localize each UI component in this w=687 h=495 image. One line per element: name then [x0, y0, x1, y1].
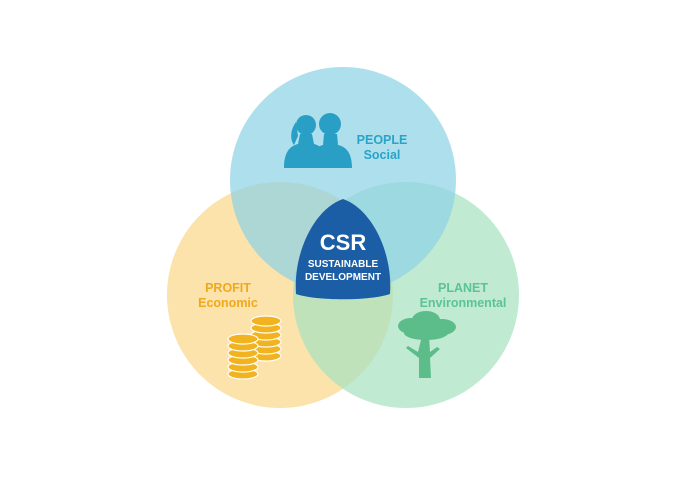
- people-subtitle: Social: [364, 148, 401, 162]
- csr-title: CSR: [320, 230, 367, 255]
- planet-title: PLANET: [438, 281, 488, 295]
- tree-icon: [398, 311, 456, 378]
- profit-title: PROFIT: [205, 281, 251, 295]
- people-icon: [284, 113, 352, 168]
- planet-label: PLANET Environmental: [420, 281, 507, 310]
- planet-subtitle: Environmental: [420, 296, 507, 310]
- profit-subtitle: Economic: [198, 296, 258, 310]
- coins-icon: [227, 315, 282, 380]
- csr-subtitle-line2: DEVELOPMENT: [305, 272, 381, 283]
- people-label: PEOPLE Social: [357, 133, 408, 162]
- csr-center-shape: [295, 199, 391, 300]
- profit-label: PROFIT Economic: [198, 281, 258, 310]
- people-circle: [230, 67, 456, 293]
- people-title: PEOPLE: [357, 133, 408, 147]
- csr-subtitle-line1: SUSTAINABLE: [308, 259, 379, 270]
